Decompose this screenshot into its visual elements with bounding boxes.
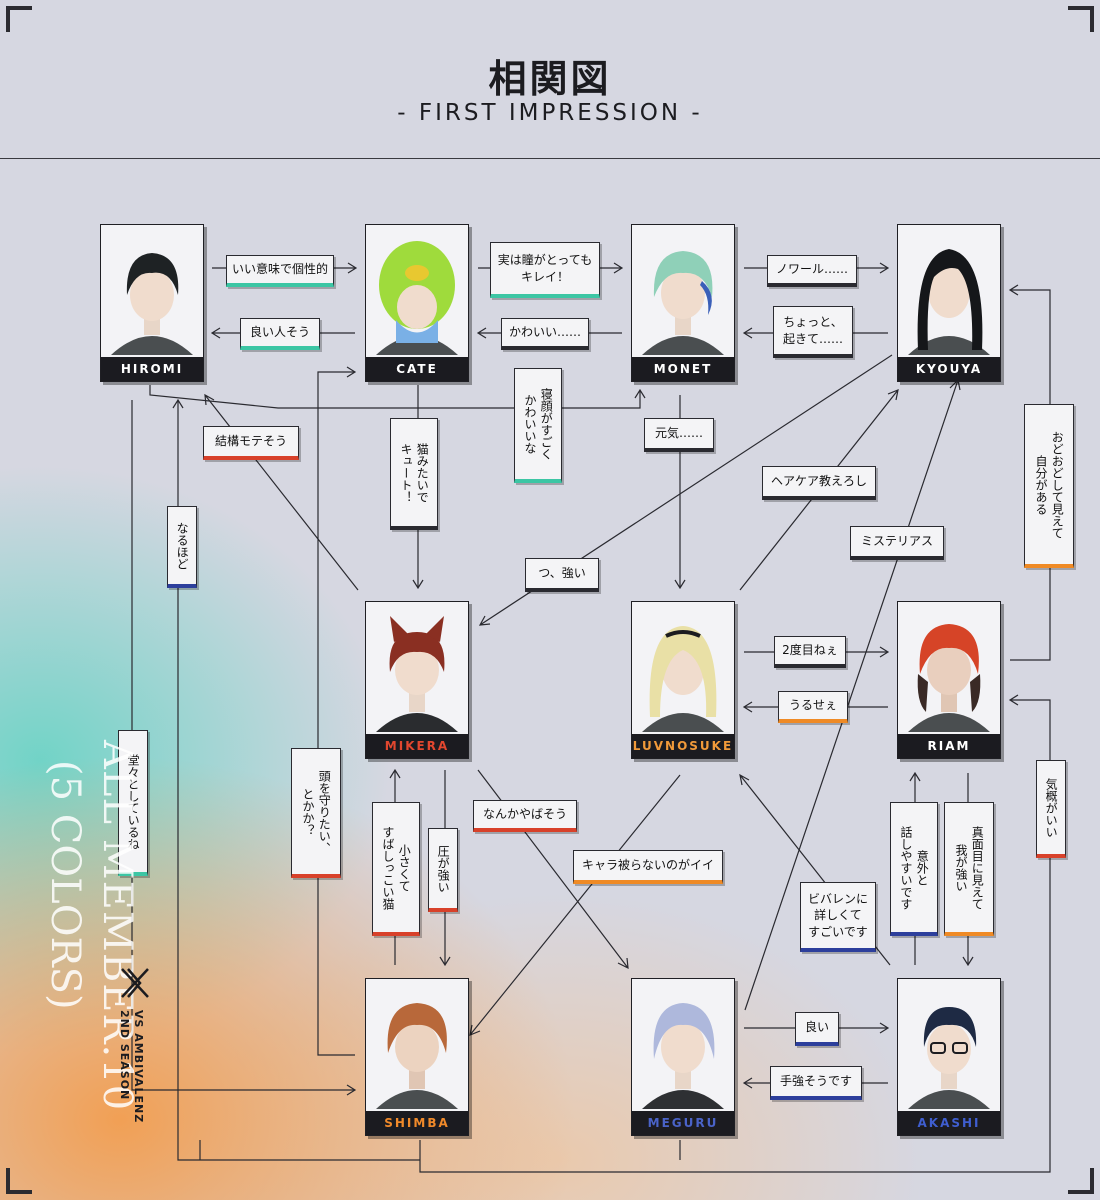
header-divider [0, 158, 1100, 159]
relation-label-hiromi-to-cate: いい意味で個性的 [226, 255, 334, 287]
member-name: HIROMI [101, 357, 203, 381]
portrait-image [366, 602, 468, 732]
member-name: KYOUYA [898, 357, 1000, 381]
member-card-hiromi[interactable]: HIROMI [100, 224, 204, 382]
member-name: AKASHI [898, 1111, 1000, 1135]
corner-mark-bottom-right [1068, 1168, 1094, 1194]
portrait-image [366, 225, 468, 355]
relation-label-kyouya-to-monet: ちょっと、 起きて…… [773, 306, 853, 358]
corner-mark-top-right [1068, 6, 1094, 32]
relation-label-kyouya-to-cate: 寝顔がすごく かわいいな [514, 368, 562, 483]
logo-line-main: ALL MEMBER.10 [94, 740, 140, 1112]
relation-label-cate-to-mikera: 猫みたいで キュート！ [390, 418, 438, 530]
relation-label-luvnosuke-to-kyouya: ヘアケア教えろし [762, 466, 876, 500]
portrait-image [898, 979, 1000, 1109]
emblem-icon [121, 968, 149, 998]
member-name: CATE [366, 357, 468, 381]
relation-label-cate-to-monet: 実は瞳がとっても キレイ！ [490, 242, 600, 298]
relation-label-shimba-to-cate: 頭を守りたい、 とかか？ [291, 748, 341, 878]
member-name: RIAM [898, 734, 1000, 758]
relation-label-riam-to-kyouya: おどおどして見えて 自分がある [1024, 404, 1074, 568]
member-name: LUVNOSUKE [632, 734, 734, 758]
series-logo: ALL MEMBER.10 (5 COLORS) VS AMBIVALENZ 2… [30, 740, 150, 1130]
relation-label-shimba-to-hiromi: なるほど [167, 506, 197, 588]
relation-label-akashi-to-meguru: 手強そうです [770, 1066, 862, 1100]
member-name: MEGURU [632, 1111, 734, 1135]
relation-label-shimba-to-mikera: 小さくて すばしっこい猫 [372, 802, 420, 936]
relation-label-meguru-to-akashi: 良い [795, 1012, 839, 1046]
logo-line-colors: (5 COLORS) [42, 760, 88, 1010]
page-subtitle: - FIRST IMPRESSION - [397, 100, 703, 126]
member-card-luvnosuke[interactable]: LUVNOSUKE [631, 601, 735, 759]
portrait-image [898, 602, 1000, 732]
relation-label-cate-to-hiromi: 良い人そう [240, 318, 320, 350]
logo-line-season: 2ND SEASON [118, 1010, 131, 1101]
relation-label-monet-to-luvnosuke: 元気…… [644, 418, 714, 452]
logo-line-vs: VS AMBIVALENZ [132, 1010, 145, 1124]
portrait-image [632, 979, 734, 1109]
relation-label-riam-to-akashi: 真面目に見えて 我が強い [944, 802, 994, 936]
portrait-image [898, 225, 1000, 355]
portrait-image [632, 602, 734, 732]
relation-label-hiromi-to-shimba: 堂々としているね [118, 730, 148, 876]
relation-label-monet-to-cate: かわいい…… [501, 318, 589, 350]
member-name: MIKERA [366, 734, 468, 758]
relation-label-riam-to-luvnosuke: うるせぇ [778, 691, 848, 723]
relation-label-kyouya-to-mikera: つ、強い [525, 558, 599, 592]
relation-label-akashi-to-riam: 意外と 話しやすいです [890, 802, 938, 936]
page-title: 相関図 [488, 57, 612, 101]
member-card-mikera[interactable]: MIKERA [365, 601, 469, 759]
portrait-image [632, 225, 734, 355]
corner-mark-bottom-left [6, 1168, 32, 1194]
member-card-shimba[interactable]: SHIMBA [365, 978, 469, 1136]
relation-label-akashi-to-kyouya: 気概がいい [1036, 760, 1066, 858]
member-card-riam[interactable]: RIAM [897, 601, 1001, 759]
member-card-meguru[interactable]: MEGURU [631, 978, 735, 1136]
member-card-akashi[interactable]: AKASHI [897, 978, 1001, 1136]
member-name: SHIMBA [366, 1111, 468, 1135]
relation-label-mikera-to-hiromi: 結構モテそう [203, 426, 299, 460]
relation-label-luvnosuke-to-shimba: キャラ被らないのがイイ [573, 850, 723, 884]
relation-label-mikera-to-shimba: 圧が強い [428, 828, 458, 912]
relation-label-meguru-to-kyouya: ミステリアス [850, 526, 944, 560]
member-card-monet[interactable]: MONET [631, 224, 735, 382]
member-card-kyouya[interactable]: KYOUYA [897, 224, 1001, 382]
member-name: MONET [632, 357, 734, 381]
portrait-image [101, 225, 203, 355]
member-card-cate[interactable]: CATE [365, 224, 469, 382]
relation-label-monet-to-kyouya: ノワール…… [767, 255, 857, 287]
portrait-image [366, 979, 468, 1109]
relation-label-mikera-to-meguru: なんかやばそう [473, 800, 577, 832]
corner-mark-top-left [6, 6, 32, 32]
relation-label-akashi-to-luvnosuke: ビバレンに 詳しくて すごいです [800, 882, 876, 952]
relation-label-luvnosuke-to-riam: 2度目ねぇ [774, 636, 846, 668]
